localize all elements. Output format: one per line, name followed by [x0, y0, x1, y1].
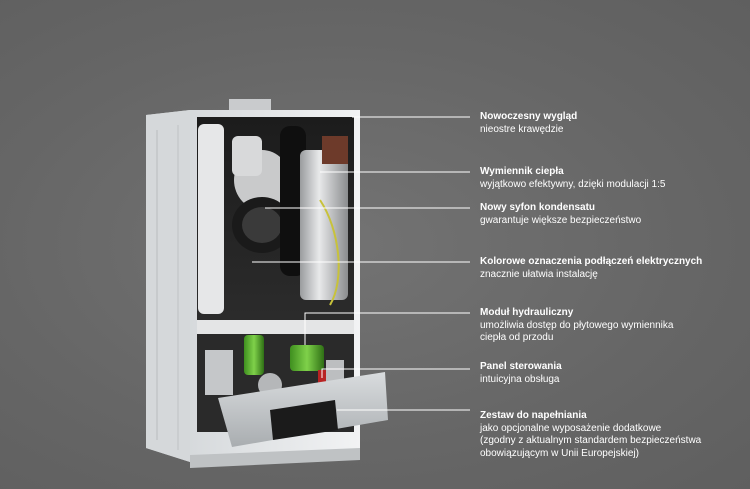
- hydraulic-module: [290, 345, 324, 371]
- flue-pipe: [280, 126, 306, 276]
- condensate-siphon: [244, 335, 264, 375]
- callout-description: gwarantuje większe bezpieczeństwo: [480, 214, 642, 226]
- callout-description: znacznie ułatwia instalację: [480, 268, 598, 280]
- callout-electrical-connections: Kolorowe oznaczenia podłączeń elektryczn…: [480, 256, 748, 281]
- callout-title: Kolorowe oznaczenia podłączeń elektryczn…: [480, 256, 703, 267]
- callout-title: Panel sterowania: [480, 361, 562, 372]
- callout-hydraulic-module: Moduł hydrauliczny umożliwia dostęp do p…: [480, 307, 748, 345]
- callout-title: Nowy syfon kondensatu: [480, 202, 596, 213]
- callout-description: nieostre krawędzie: [480, 123, 564, 135]
- electrical-box: [322, 136, 348, 164]
- callout-description: umożliwia dostęp do płytowego wymiennika…: [480, 319, 674, 344]
- callout-title: Nowoczesny wygląd: [480, 111, 578, 122]
- callout-condensate-siphon: Nowy syfon kondensatu gwarantuje większe…: [480, 202, 748, 227]
- callout-control-panel: Panel sterowania intuicyjna obsługa: [480, 361, 748, 386]
- callout-description: intuicyjna obsługa: [480, 373, 560, 385]
- expansion-vessel: [198, 124, 224, 314]
- callout-title: Moduł hydrauliczny: [480, 307, 574, 318]
- callout-modern-design: Nowoczesny wygląd nieostre krawędzie: [480, 111, 748, 136]
- flue-connector: [229, 99, 271, 113]
- callout-title: Wymiennik ciepła: [480, 166, 564, 177]
- control-display: [270, 400, 338, 440]
- callout-filling-kit: Zestaw do napełniania jako opcjonalne wy…: [480, 410, 748, 460]
- callout-description: jako opcjonalne wyposażenie dodatkowe (z…: [480, 422, 702, 459]
- callout-title: Zestaw do napełniania: [480, 410, 587, 421]
- callout-heat-exchanger: Wymiennik ciepła wyjątkowo efektywny, dz…: [480, 166, 748, 191]
- callout-description: wyjątkowo efektywny, dzięki modulacji 1:…: [480, 178, 666, 190]
